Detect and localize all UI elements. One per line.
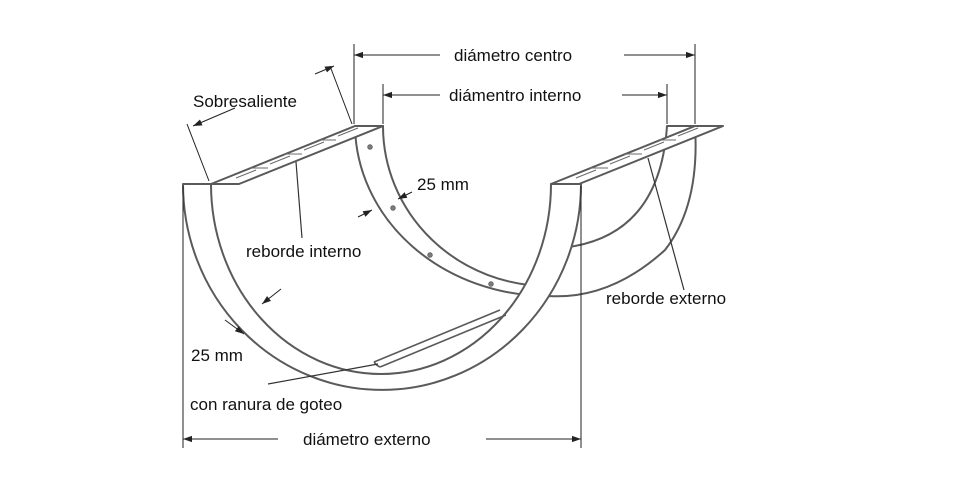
reborde-externo-leader [647, 157, 685, 291]
espesor-inferior-arrow [224, 319, 245, 335]
extension-lines [182, 44, 696, 448]
flange-hatching [235, 127, 699, 179]
ranura-goteo-leader [267, 363, 379, 385]
outer-rim-flange [550, 125, 724, 185]
espesor-superior-arrow-2 [357, 209, 373, 218]
sobresaliente-label: Sobresaliente [193, 92, 297, 111]
espesor-superior-label: 25 mm [417, 175, 469, 194]
gutter-front-half-ring [182, 183, 582, 391]
reborde-externo-label: reborde externo [606, 289, 726, 308]
mounting-holes [367, 144, 494, 287]
gutter-back-outer-wall [547, 125, 697, 298]
diametro-interno-label: diámentro interno [449, 86, 581, 105]
sobresaliente-dimension [186, 65, 353, 182]
espesor-superior-arrow [397, 191, 413, 200]
diametro-centro-label: diámetro centro [454, 46, 572, 65]
espesor-inferior-arrow-2 [261, 288, 282, 305]
gutter-back-half-ring [354, 125, 549, 297]
ranura-goteo-label: con ranura de goteo [190, 395, 342, 414]
reborde-interno-label: reborde interno [246, 242, 361, 261]
diametro-externo-label: diámetro externo [303, 430, 431, 449]
espesor-inferior-label: 25 mm [191, 346, 243, 365]
inner-rim-flange [210, 125, 384, 185]
reborde-interno-leader [295, 161, 303, 239]
drip-groove [373, 309, 507, 368]
